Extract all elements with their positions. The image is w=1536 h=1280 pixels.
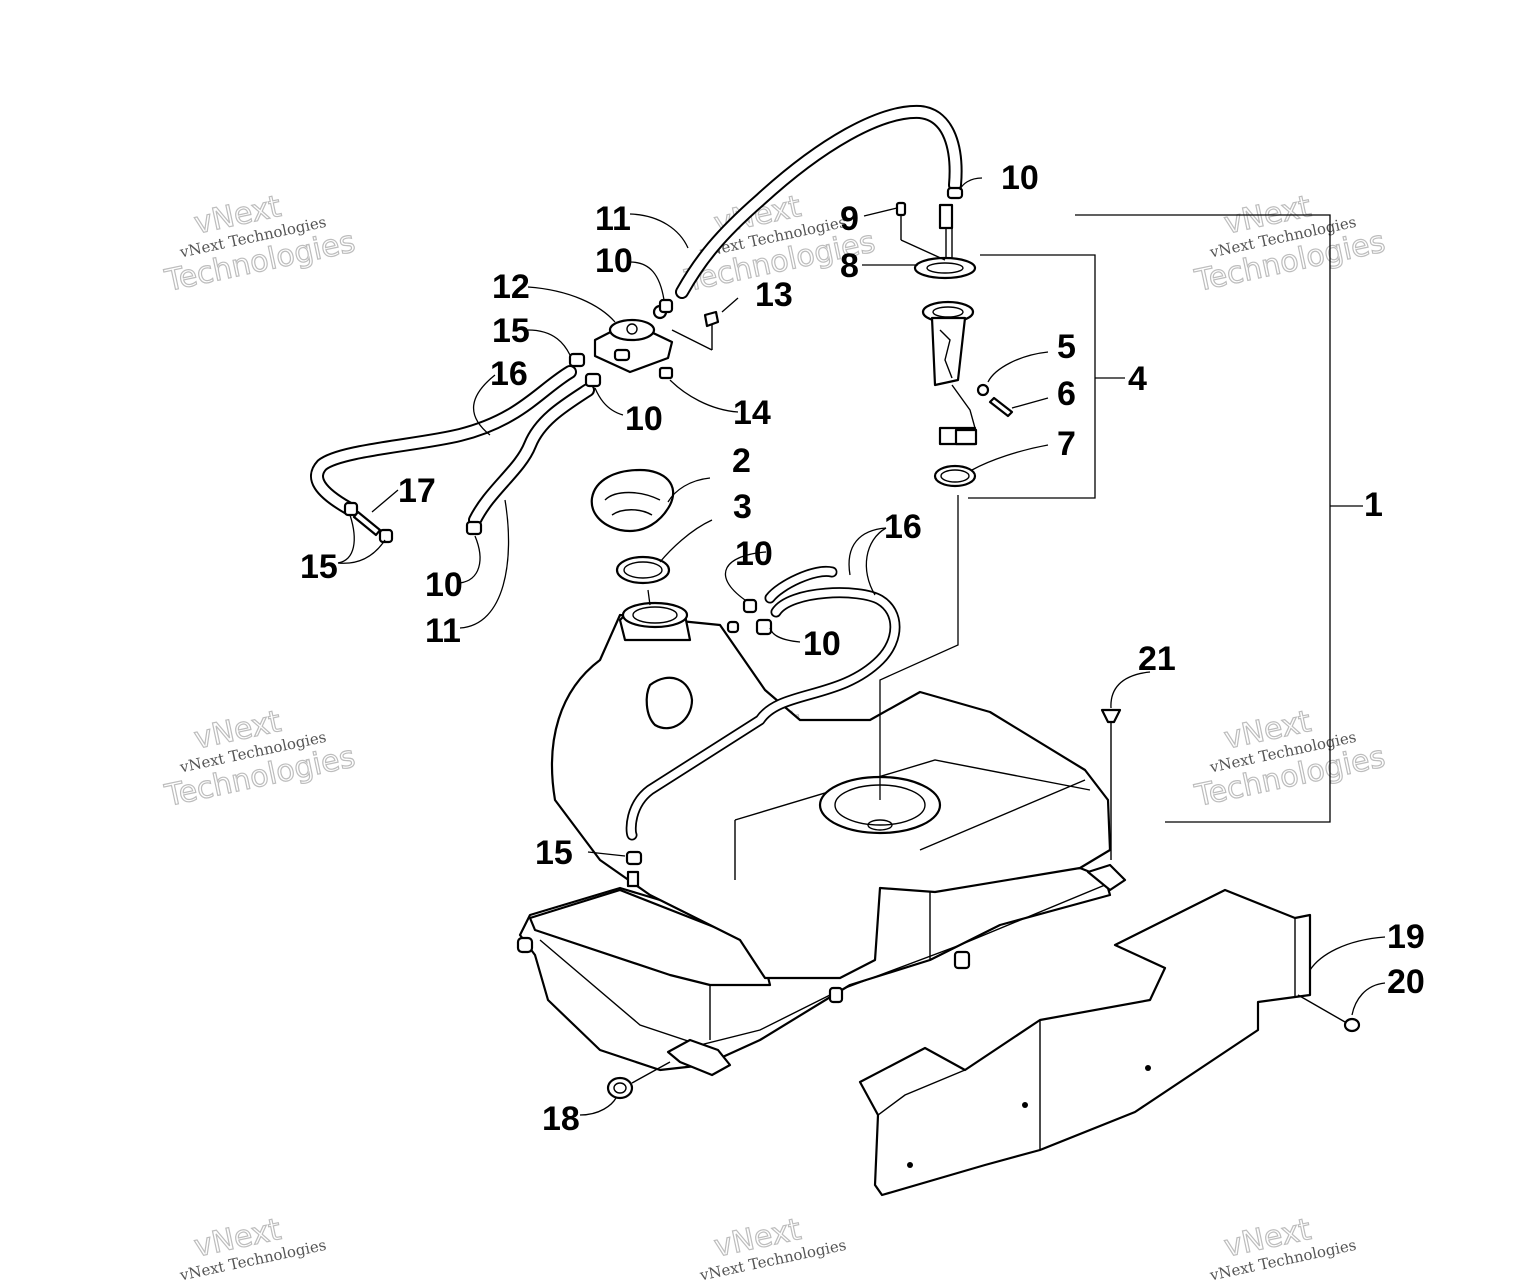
callout-15-tank: 15 — [535, 834, 573, 872]
callout-20: 20 — [1387, 963, 1425, 1001]
tank-stud — [953, 950, 971, 970]
sender-install-line — [879, 495, 959, 800]
callout-10-sender: 10 — [1001, 159, 1039, 197]
callout-15-left: 15 — [300, 548, 338, 586]
callout-7: 7 — [1057, 425, 1076, 463]
callout-labels: 1 2 3 4 5 6 7 8 9 10 10 10 10 10 10 11 1… — [300, 159, 1425, 1138]
sender-seal — [933, 464, 977, 488]
callout-14: 14 — [733, 394, 771, 432]
heat-shield — [858, 888, 1312, 1197]
callout-2: 2 — [732, 442, 751, 480]
callout-11-left: 11 — [425, 612, 461, 650]
clamp-15-left — [343, 501, 359, 517]
bolt-21 — [1100, 708, 1122, 860]
callout-19: 19 — [1387, 918, 1425, 956]
heat-shield-hole — [907, 1162, 913, 1168]
clamp-10-left — [465, 520, 483, 536]
callout-8: 8 — [840, 247, 859, 285]
callout-18: 18 — [542, 1100, 580, 1138]
watermark-mid-right: vNext vNext Technologies Technologies — [1191, 703, 1389, 814]
sender-filter — [954, 428, 978, 446]
pump-top — [608, 318, 656, 342]
watermark-bottom-left: vNext vNext Technologies — [177, 1211, 327, 1280]
callout-1: 1 — [1364, 486, 1383, 524]
leader-lines — [337, 177, 1386, 1116]
watermark-bottom-center: vNext vNext Technologies — [697, 1211, 847, 1280]
callout-3: 3 — [733, 488, 752, 526]
watermark-top-right: vNext vNext Technologies Technologies — [1191, 188, 1389, 299]
nut-5 — [976, 383, 990, 397]
nut-14 — [658, 366, 674, 380]
callout-5: 5 — [1057, 328, 1076, 366]
bracket-1 — [1075, 214, 1362, 823]
grommet-18 — [606, 1076, 634, 1100]
bracket-4 — [968, 254, 1125, 499]
clamp-10-pump-lower — [584, 372, 602, 388]
watermark-bottom-right: vNext vNext Technologies — [1207, 1211, 1357, 1280]
fitting-17 — [352, 510, 382, 537]
fuel-sender-assembly — [895, 201, 1014, 488]
callout-10-pump: 10 — [595, 242, 633, 280]
heat-shield-hole — [1145, 1065, 1151, 1071]
fuel-hose-top — [675, 104, 964, 299]
callout-16-left: 16 — [490, 355, 528, 393]
callout-10-mid-2: 10 — [803, 625, 841, 663]
clamp-10-mid — [742, 598, 758, 614]
screw-9 — [895, 201, 907, 217]
callout-16-tank: 16 — [884, 508, 922, 546]
clamp-10-pump — [658, 298, 674, 314]
callout-13: 13 — [755, 276, 793, 314]
watermark-top-left: vNext vNext Technologies Technologies — [161, 188, 359, 299]
callout-12: 12 — [492, 268, 530, 306]
vent-hose-lower — [625, 565, 901, 841]
callout-6: 6 — [1057, 375, 1076, 413]
callout-10-mid: 10 — [735, 535, 773, 573]
watermark-mid-left: vNext vNext Technologies Technologies — [161, 703, 359, 814]
callout-9: 9 — [840, 200, 859, 238]
tank-stud — [516, 936, 534, 954]
gas-cap — [590, 468, 675, 533]
clip-20 — [1343, 1017, 1361, 1033]
fuel-pump — [593, 298, 720, 380]
clamp-10-mid-2 — [755, 618, 773, 636]
callout-21: 21 — [1138, 640, 1176, 678]
callout-10-pump-lower: 10 — [625, 400, 663, 438]
sender-gasket — [913, 256, 977, 280]
callout-4: 4 — [1128, 360, 1147, 398]
callout-10-left: 10 — [425, 566, 463, 604]
cap-install-line — [647, 589, 651, 606]
fuel-hose-left — [310, 352, 602, 544]
vent-stud — [626, 870, 640, 888]
fuel-tank — [516, 601, 1127, 1077]
clamp-15-pump — [568, 352, 586, 368]
tank-stud — [828, 986, 844, 1004]
callout-17: 17 — [398, 472, 436, 510]
callout-15-pump: 15 — [492, 312, 530, 350]
callout-11-top: 11 — [595, 200, 631, 238]
clamp-15-tank — [625, 850, 643, 866]
heat-shield-hole — [1022, 1102, 1028, 1108]
tank-vent-fitting — [726, 620, 740, 634]
pump-port — [613, 348, 631, 362]
clamp-15-left-2 — [378, 528, 394, 544]
clamp-10-top — [946, 186, 964, 200]
cap-seal — [615, 555, 671, 585]
